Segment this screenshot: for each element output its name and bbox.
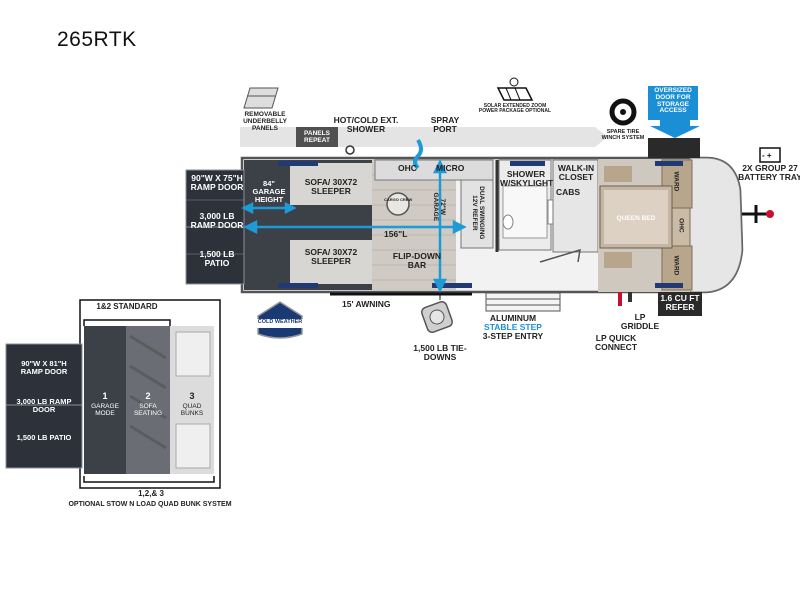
inset-mode-2-label: SOFA SEATING xyxy=(133,403,163,417)
rug xyxy=(655,283,683,288)
shower-label: SHOWER w/SKYLIGHT xyxy=(500,169,554,188)
ward-top-label: WARD xyxy=(672,171,680,192)
spare-tire-callout: SPARE TIRE WINCH SYSTEM xyxy=(601,129,645,141)
awning-callout: 15' AWNING xyxy=(342,299,391,309)
bed-mattress xyxy=(604,190,668,244)
tie-down-icon xyxy=(420,300,454,334)
inset-ramp-door-label: 90"W x 81"H RAMP DOOR xyxy=(20,359,68,376)
refer-cabinet xyxy=(460,179,494,249)
ward-bottom-label: WARD xyxy=(672,255,680,276)
rug xyxy=(432,283,472,288)
storage-access-callout: OVERSIZED DOOR FOR STORAGE ACCESS xyxy=(648,86,698,120)
wardrobe-bottom xyxy=(661,245,693,291)
queen-bed-label: QUEEN BED xyxy=(616,215,656,222)
step-callout-1: ALUMINUM xyxy=(489,313,537,323)
rug xyxy=(655,161,683,166)
sofa-top-label: SOFA/ 30x72 SLEEPER xyxy=(304,177,358,196)
svg-text:- +: - + xyxy=(762,151,772,160)
rug xyxy=(278,283,318,288)
rug xyxy=(510,161,545,166)
lp-connect-callout: LP QUICK CONNECT xyxy=(594,333,638,352)
inset-ramp-capacity-label: 3,000 LB RAMP DOOR xyxy=(16,397,72,414)
inset-mode-2-panel xyxy=(126,326,170,474)
entry-door xyxy=(539,248,581,263)
underbelly-strip-dark xyxy=(296,127,338,147)
refer-label: DUAL SWINGING 12V REFER xyxy=(471,186,485,240)
cargo-crew-logo xyxy=(386,192,410,216)
hitch xyxy=(742,205,768,223)
rug xyxy=(278,161,318,166)
spray-port-callout: SPRAY PORT xyxy=(430,115,460,134)
patio-label: 1,500 LB PATIO xyxy=(199,249,235,268)
refer-cu-callout: 1.6 CU FT REFER xyxy=(660,293,700,312)
sofa-bottom xyxy=(290,240,372,284)
ext-shower-icon xyxy=(345,145,355,155)
garage-width-label: 72"W GARAGE xyxy=(432,192,446,222)
ext-shower-callout: HOT/COLD EXT. SHOWER xyxy=(333,115,399,134)
ramp-capacity-label: 3,000 LB RAMP DOOR xyxy=(190,211,244,230)
inset-mode-1-number: 1 xyxy=(102,391,108,401)
lp-griddle-callout: LP GRIDDLE xyxy=(620,312,660,331)
tie-downs-callout: 1,500 LB TIE-DOWNS xyxy=(413,343,467,362)
model-title: 265RTK xyxy=(57,28,137,51)
storage-arrow-icon xyxy=(650,120,700,138)
lp-connect-mark xyxy=(618,292,622,306)
underbelly-callout: REMOVABLE UNDERBELLY PANELS xyxy=(243,111,287,132)
front-storage-door xyxy=(648,138,700,158)
kitchen-counter xyxy=(374,159,494,181)
battery-callout: 2X GROUP 27 BATTERY TRAY xyxy=(738,163,800,182)
inset-mode-1-panel xyxy=(84,326,126,474)
shower-pan xyxy=(502,185,548,239)
cargo-crew-label: CARGO CREW xyxy=(384,197,413,202)
ohc-label: OHC xyxy=(398,163,417,173)
inset-mode-3-label: QUAD BUNKS xyxy=(180,403,204,417)
inset-ramp-door xyxy=(5,343,83,469)
step-callout-3: 3-STEP ENTRY xyxy=(482,331,544,341)
refer-box xyxy=(658,292,702,316)
cold-weather-badge xyxy=(256,301,304,339)
solar-callout: SOLAR EXTENDED ZOOM POWER PACKAGE OPTION… xyxy=(478,103,552,115)
closet-label: WALK-IN CLOSET xyxy=(557,163,595,182)
garage-height-label: 84" GARAGE HEIGHT xyxy=(252,179,286,204)
inset-patio-label: 1,500 LB PATIO xyxy=(16,433,72,442)
ohc-front-label: OHC xyxy=(677,218,685,233)
entry-steps xyxy=(485,292,561,312)
nightstand-top xyxy=(604,166,632,182)
cabs-label: CABS xyxy=(556,187,581,197)
inset-bracket-bottom xyxy=(83,476,215,483)
inset-bracket-top xyxy=(83,319,171,326)
hitch-ball xyxy=(766,210,774,218)
ramp-door-label: 90"W x 75"H RAMP DOOR xyxy=(190,173,244,192)
inset-mode-3-number: 3 xyxy=(189,391,195,401)
sofa-bottom-label: SOFA/ 30x72 SLEEPER xyxy=(304,247,358,266)
inset-standard-label: 1&2 STANDARD xyxy=(96,302,158,311)
panels-repeat-label: PANELS REPEAT xyxy=(304,130,330,144)
cold-weather-label: COLD WEATHER xyxy=(257,319,303,325)
sofa-top xyxy=(290,163,372,205)
inset-mode-2-number: 2 xyxy=(145,391,151,401)
underbelly-panel-icon xyxy=(243,87,279,109)
inset-optional-label: OPTIONAL STOW N LOAD QUAD BUNK SYSTEM xyxy=(68,501,232,508)
spray-hose-icon xyxy=(413,138,423,170)
length-label: 156"L xyxy=(384,229,408,239)
front-cap xyxy=(689,157,743,293)
micro-label: MICRO xyxy=(436,163,465,173)
garage-wood-floor xyxy=(372,160,456,290)
toilet xyxy=(502,214,514,230)
inset-optional-number: 1,2,& 3 xyxy=(138,489,164,498)
flip-down-bar-label: FLIP-DOWN BAR xyxy=(392,251,442,270)
nightstand-bottom xyxy=(604,252,632,268)
inset-mode-1-label: GARAGE MODE xyxy=(91,403,119,417)
lp-griddle-mark xyxy=(628,292,632,302)
solar-icon xyxy=(496,77,534,101)
battery-icon xyxy=(759,147,781,163)
step-callout-2: STABLE STEP xyxy=(484,322,542,332)
